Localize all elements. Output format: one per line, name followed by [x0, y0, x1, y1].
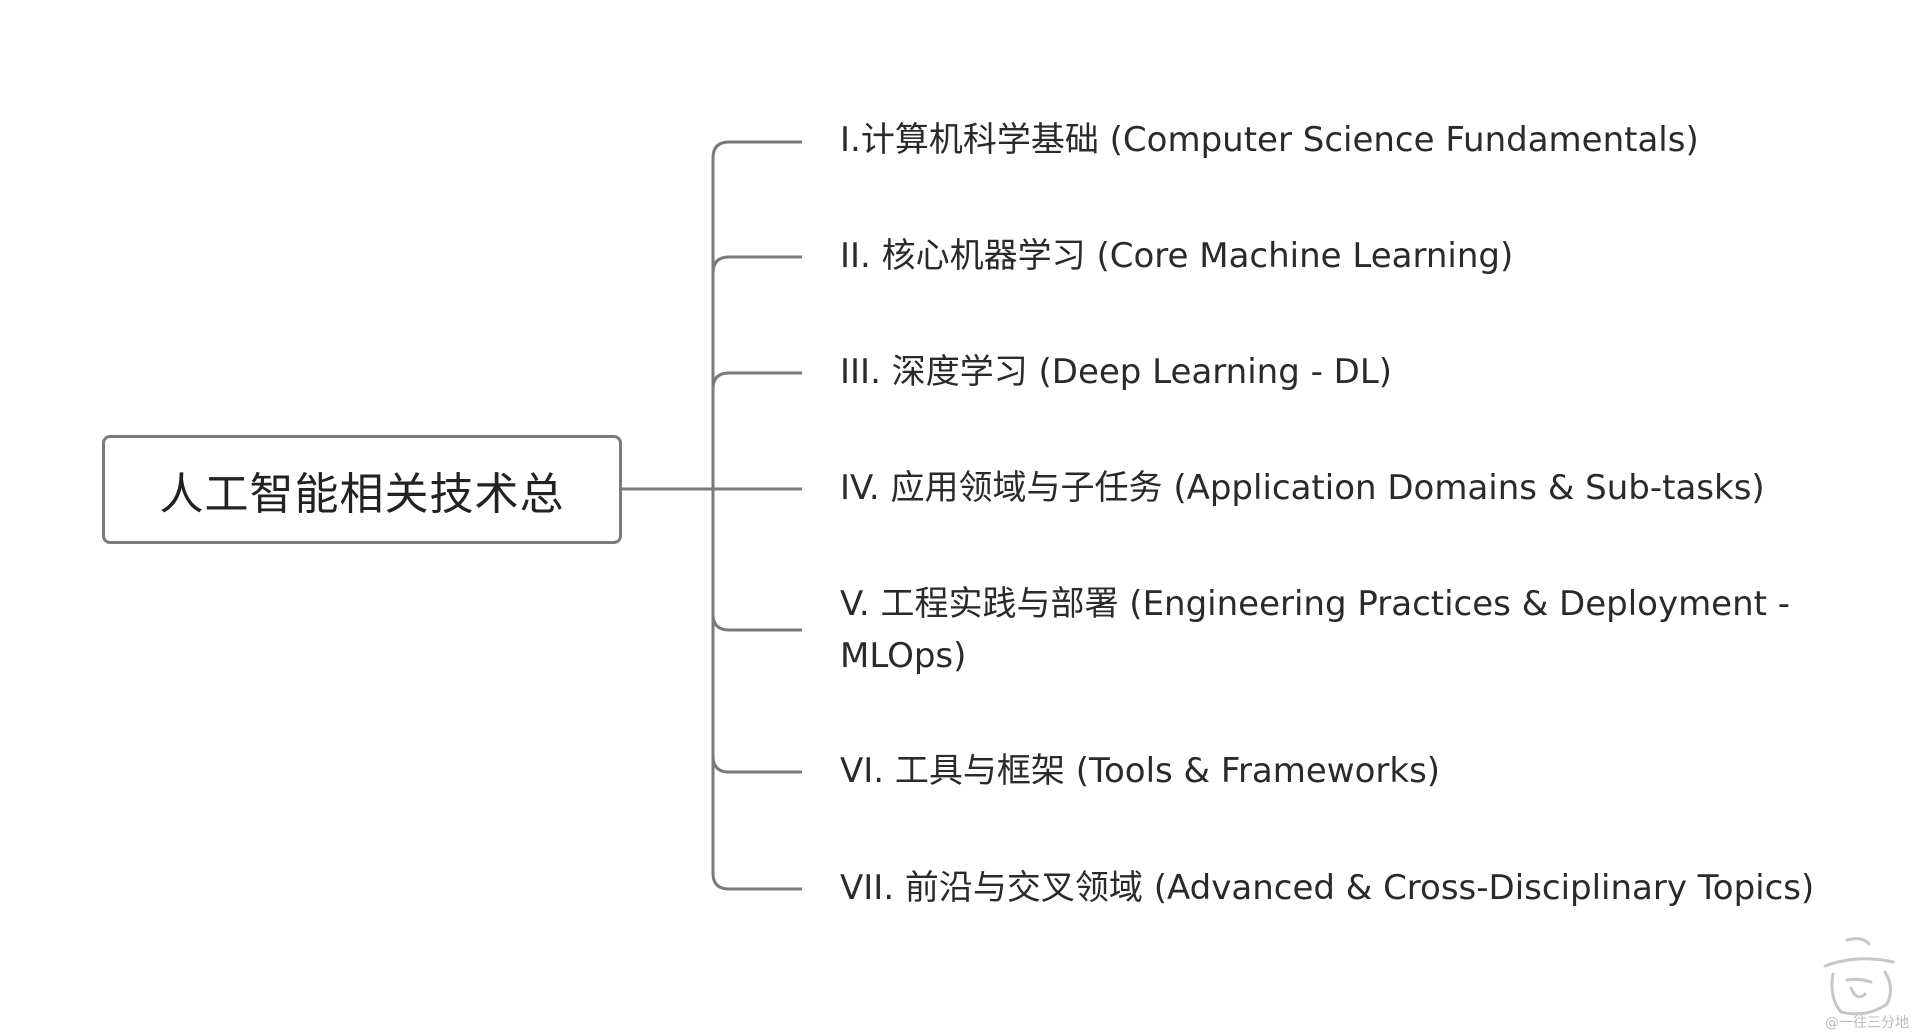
- branch-topic-3[interactable]: III. 深度学习 (Deep Learning - DL): [840, 352, 1393, 392]
- watermark-text: @一往三分地: [1825, 1015, 1909, 1031]
- branch-topic-4[interactable]: IV. 应用领域与子任务 (Application Domains & Sub-…: [840, 468, 1765, 508]
- branch-topic-7[interactable]: VII. 前沿与交叉领域 (Advanced & Cross-Disciplin…: [840, 868, 1815, 908]
- branch-connector-7: [711, 872, 802, 891]
- branch-topic-2[interactable]: II. 核心机器学习 (Core Machine Learning): [840, 236, 1514, 276]
- branch-connector-6: [711, 755, 802, 774]
- branch-topic-1[interactable]: I.计算机科学基础 (Computer Science Fundamentals…: [840, 120, 1699, 160]
- branch-connector-5: [711, 613, 802, 632]
- branch-connector-2: [711, 255, 802, 274]
- branch-topic-6[interactable]: VI. 工具与框架 (Tools & Frameworks): [840, 751, 1441, 791]
- root-topic-label: 人工智能相关技术总: [159, 468, 565, 520]
- watermark-logo-icon: [1823, 937, 1895, 1016]
- branch-connector-1: [711, 140, 802, 159]
- branch-topic-5[interactable]: V. 工程实践与部署 (Engineering Practices & Depl…: [840, 584, 1791, 676]
- branch-connector-3: [711, 371, 802, 390]
- root-topic[interactable]: 人工智能相关技术总: [102, 435, 622, 544]
